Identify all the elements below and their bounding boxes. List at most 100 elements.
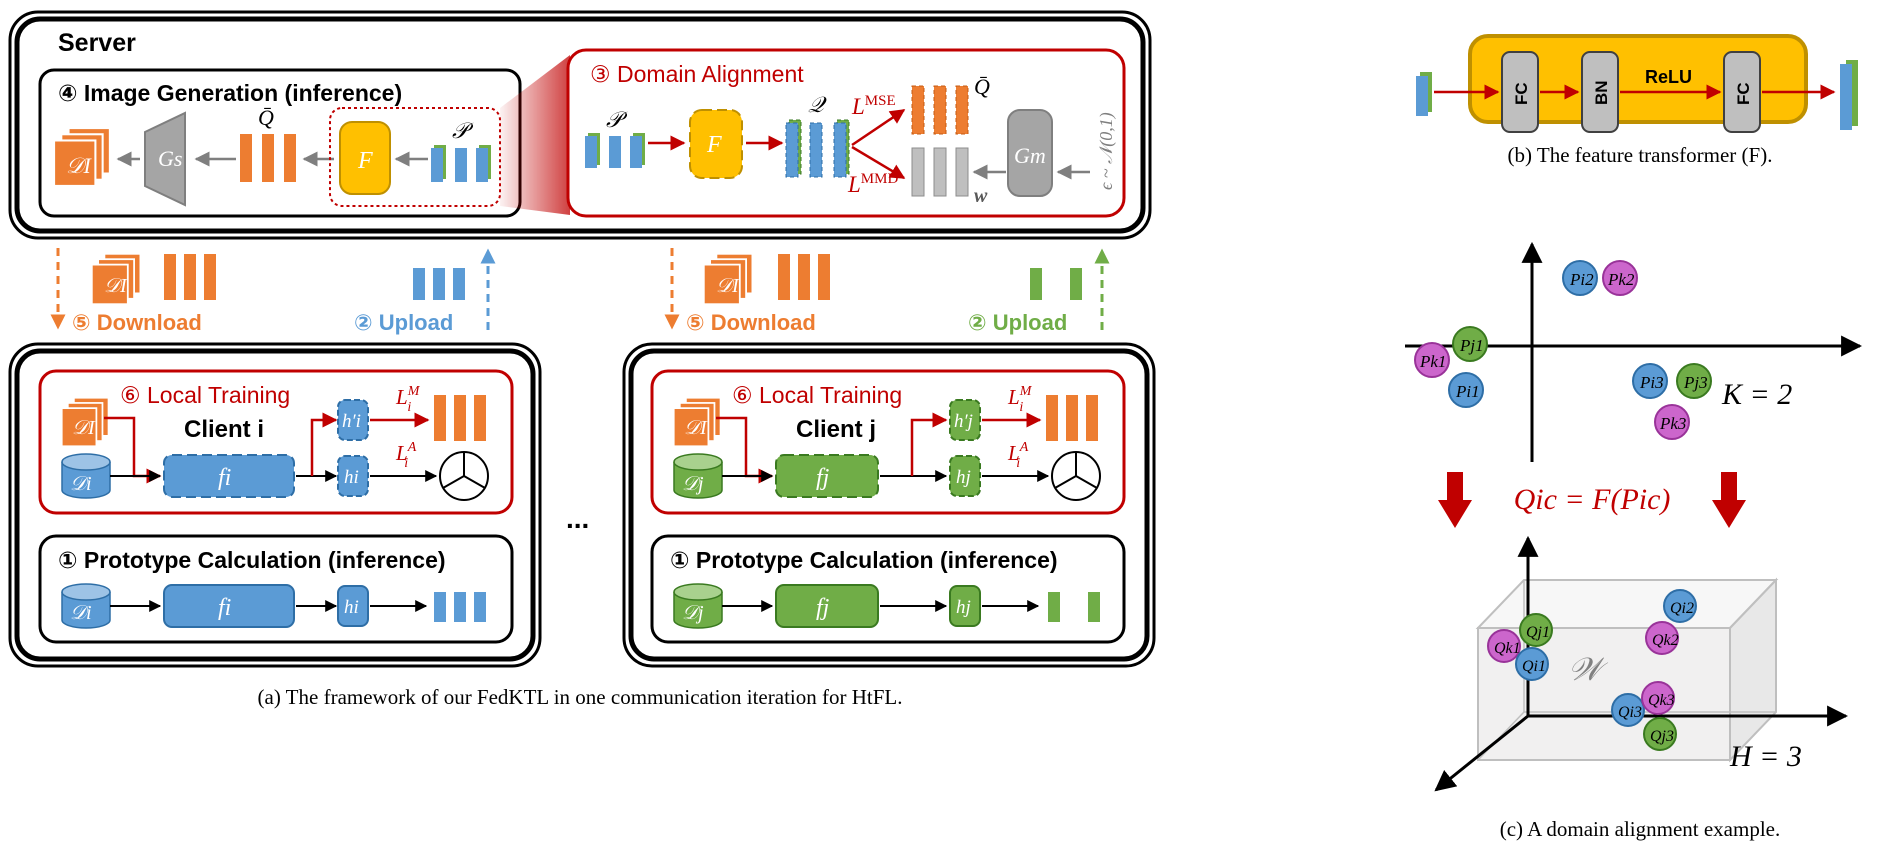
p-point-k1-label: Pk1 <box>1419 352 1446 371</box>
download-label-1: ⑤ Download <box>72 310 202 335</box>
client-i-local-data <box>61 453 111 499</box>
p-point-j3-label: Pj3 <box>1683 373 1708 392</box>
client-i-f-proto <box>163 584 295 628</box>
q-point-i1-label: Qi1 <box>1522 658 1546 675</box>
w-space-z-axis <box>1434 714 1529 792</box>
clients-ellipsis: ... <box>566 503 589 534</box>
client-j-qbar <box>1046 395 1098 441</box>
client-j-f-label: fj <box>816 465 830 491</box>
q-point-i2 <box>1663 589 1697 623</box>
client-i-qbar <box>434 395 486 441</box>
client-j-h <box>949 455 981 497</box>
p-point-k3 <box>1654 404 1690 440</box>
client-i-title: Client i <box>184 416 264 443</box>
zoom-wedge <box>500 55 570 215</box>
feature-transformer-block <box>339 121 391 195</box>
q-bar-label: Q̄ <box>258 105 274 130</box>
transformer-panel <box>1468 34 1808 124</box>
q-point-j3-label: Qj3 <box>1650 728 1674 745</box>
arrow-f-to-hprime-i <box>310 412 338 476</box>
client-j-data-proto-label: 𝒟j <box>682 602 704 624</box>
q-point-i3-label: Qi3 <box>1618 704 1642 721</box>
client-j-local-data <box>673 453 723 499</box>
server-box <box>8 10 1152 240</box>
client-i-hprime <box>337 399 369 441</box>
client-i-h <box>337 455 369 497</box>
client-j-synthetic-label: 𝒟I <box>684 417 708 439</box>
upload-label-2: ② Upload <box>968 310 1067 335</box>
q-label: 𝒬 <box>808 92 827 117</box>
transformer-bn <box>1581 51 1619 133</box>
download-label-2: ⑤ Download <box>686 310 816 335</box>
upload-prototypes-1 <box>413 268 465 300</box>
download-data-label-2: 𝒟I <box>716 275 740 297</box>
w-vectors <box>911 147 969 197</box>
client-i-data-proto-label: 𝒟i <box>70 602 92 624</box>
q-bar-features <box>240 134 296 182</box>
generator-gm-label: Gm <box>1014 143 1046 168</box>
client-i-h-proto-label: hi <box>344 597 359 618</box>
q-point-k1-label: Qk1 <box>1494 640 1521 657</box>
k-label: K = 2 <box>1721 378 1792 411</box>
client-i-h-label: hi <box>344 467 359 488</box>
local-training-title-j: ⑥ Local Training <box>732 382 902 408</box>
feature-transformer-label: F <box>357 148 373 174</box>
client-j-h-label: hj <box>956 467 971 488</box>
client-i-f-proto-label: fi <box>218 595 231 621</box>
transformer-output <box>1840 60 1858 130</box>
q-features <box>785 119 850 178</box>
client-j-prediction <box>1051 451 1101 501</box>
generator-gm <box>1007 109 1053 197</box>
p-point-k1 <box>1414 342 1450 378</box>
domain-alignment-title: ③ Domain Alignment <box>590 61 804 87</box>
p-point-i2-label: Pi2 <box>1569 270 1594 289</box>
transformer-relu-label: ReLU <box>1645 67 1692 87</box>
prototype-title-i: ① Prototype Calculation (inference) <box>58 547 446 573</box>
synthetic-data-label: 𝒟I <box>66 153 93 178</box>
upload-prototypes-2 <box>1030 268 1082 300</box>
p-point-i2 <box>1562 260 1598 296</box>
feature-transformer-align-label: F <box>706 132 722 158</box>
client-i-f-label: fi <box>218 465 231 491</box>
p-point-i1 <box>1448 372 1484 408</box>
mapping-formula: Qic = F(Pic) <box>1514 483 1671 516</box>
p-prototypes-small <box>431 145 491 182</box>
caption-c: (c) A domain alignment example. <box>1500 817 1781 841</box>
q-point-i3 <box>1611 693 1645 727</box>
client-j-h-proto <box>949 585 981 627</box>
client-i-synthetic-label: 𝒟I <box>72 417 96 439</box>
q-bar-features-align <box>911 85 969 135</box>
transformer-fc1 <box>1501 51 1539 133</box>
p-point-k3-label: Pk3 <box>1659 414 1686 433</box>
p-point-j1 <box>1452 326 1488 362</box>
transformer-fc2 <box>1723 51 1761 133</box>
prototype-title-j: ① Prototype Calculation (inference) <box>670 547 1058 573</box>
client-j-f-proto-label: fj <box>816 595 830 621</box>
client-i-data-proto <box>61 583 111 629</box>
caption-b: (b) The feature transformer (F). <box>1508 143 1773 167</box>
down-arrow-left <box>1438 472 1472 528</box>
w-label: w <box>974 185 988 207</box>
client-i-box <box>8 342 542 668</box>
client-j-title: Client j <box>796 416 876 443</box>
p-point-i3 <box>1632 363 1668 399</box>
client-i-prototypes <box>434 592 486 622</box>
generator-gs <box>144 111 186 207</box>
client-j-data-label: 𝒟j <box>682 473 704 495</box>
p-prototypes <box>585 133 645 168</box>
client-j-f-proto <box>775 584 879 628</box>
server-title: Server <box>58 29 136 57</box>
p-point-i3-label: Pi3 <box>1639 373 1664 392</box>
image-generation-title: ④ Image Generation (inference) <box>58 80 402 106</box>
caption-a: (a) The framework of our FedKTL in one c… <box>258 685 903 709</box>
q-point-j1 <box>1519 613 1553 647</box>
p-point-j3 <box>1676 363 1712 399</box>
transformer-bn-label: BN <box>1592 80 1611 105</box>
h-label: H = 3 <box>1729 740 1802 773</box>
client-j-data-proto <box>673 583 723 629</box>
q-point-k2-label: Qk2 <box>1652 632 1679 649</box>
arrow-f-to-hprime-j <box>910 412 948 476</box>
q-point-k2 <box>1645 621 1679 655</box>
q-point-k3-label: Qk3 <box>1648 692 1675 709</box>
